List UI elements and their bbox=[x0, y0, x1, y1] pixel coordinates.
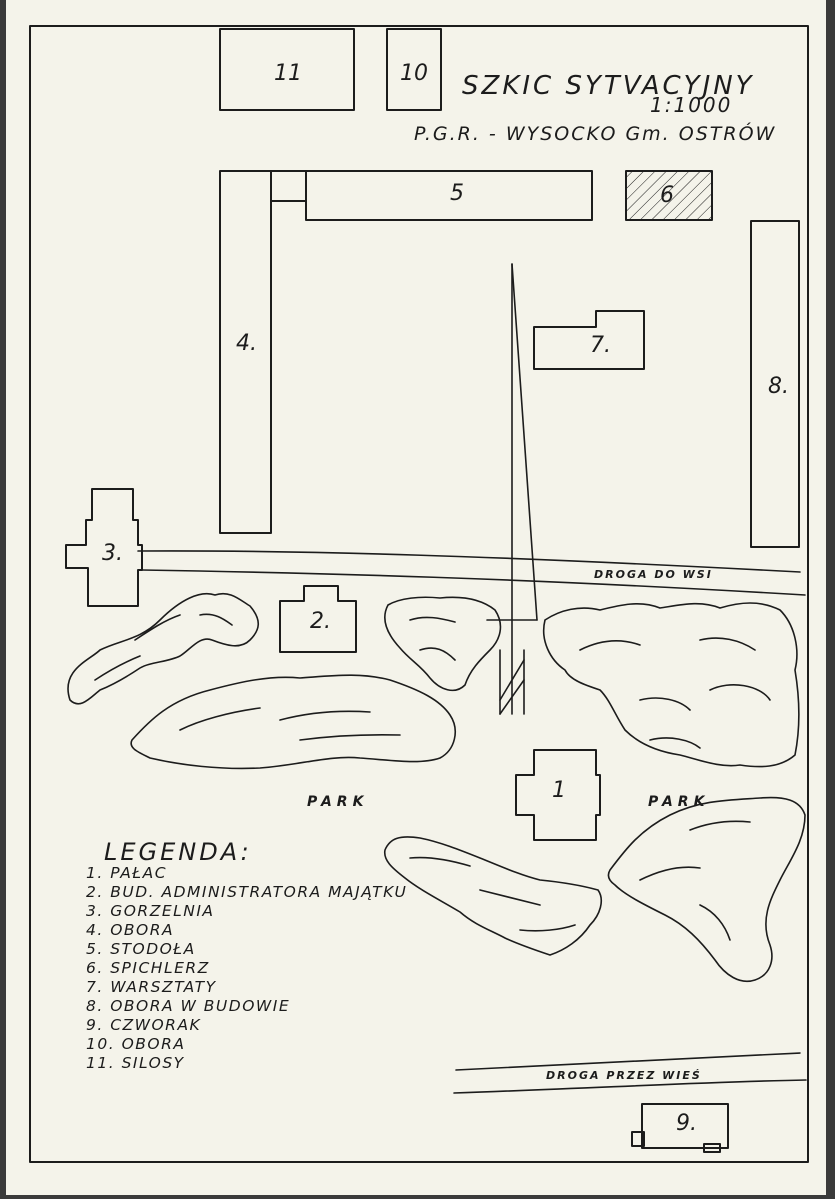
building-2-administrator-house: 2. bbox=[279, 585, 357, 653]
legend-item: 4. OBORA bbox=[86, 921, 174, 939]
building-1-label: 1 bbox=[552, 778, 566, 803]
map-title: SZKIC SYTVACYJNY bbox=[462, 71, 755, 101]
legend-item: 7. WARSZTATY bbox=[86, 978, 217, 996]
building-1-palace: 1 bbox=[515, 749, 601, 841]
building-4-label: 4. bbox=[236, 331, 257, 356]
legend-item: 5. STODOŁA bbox=[86, 940, 196, 958]
road-to-village-label: DROGA DO WSI bbox=[594, 568, 713, 581]
building-9-label: 9. bbox=[676, 1111, 697, 1136]
map-scale: 1:1000 bbox=[650, 93, 732, 117]
legend-item: 2. BUD. ADMINISTRATORA MAJĄTKU bbox=[86, 883, 407, 901]
legend-item: 11. SILOSY bbox=[86, 1054, 185, 1072]
legend-item: 6. SPICHLERZ bbox=[86, 959, 210, 977]
park-vegetation: PARK PARK bbox=[67, 592, 806, 982]
road-through-village-label: DROGA PRZEZ WIEŚ bbox=[546, 1069, 702, 1082]
building-5-barn: 5 bbox=[305, 170, 593, 221]
building-2-label: 2. bbox=[310, 609, 331, 634]
building-6-label: 6 bbox=[660, 183, 674, 208]
building-3-label: 3. bbox=[102, 541, 123, 566]
road-through-village: DROGA PRZEZ WIEŚ bbox=[453, 1052, 807, 1094]
building-5-label: 5 bbox=[450, 181, 464, 206]
park-label-left: PARK bbox=[307, 794, 368, 810]
legend-item: 3. GORZELNIA bbox=[86, 902, 215, 920]
building-7-workshops: 7. bbox=[533, 310, 645, 370]
building-11-silos: 11 bbox=[219, 28, 355, 111]
building-8-cowshed-under-construction: 8. bbox=[750, 220, 800, 548]
map-location: P.G.R. - WYSOCKO Gm. OSTRÓW bbox=[414, 121, 776, 145]
building-7-label: 7. bbox=[590, 333, 611, 358]
legend-item: 8. OBORA W BUDOWIE bbox=[86, 997, 290, 1015]
building-10-cowshed: 10 bbox=[386, 28, 442, 111]
map-frame bbox=[29, 25, 809, 1163]
road-to-village: DROGA DO WSI bbox=[137, 550, 806, 596]
building-11-label: 11 bbox=[274, 61, 302, 86]
legend-item: 10. OBORA bbox=[86, 1035, 185, 1053]
legend-item: 1. PAŁAC bbox=[86, 864, 167, 882]
building-9-farmworkers-house: 9. bbox=[631, 1103, 729, 1153]
building-4-cowshed: 4. bbox=[219, 170, 307, 534]
pole-line bbox=[486, 263, 538, 715]
building-10-label: 10 bbox=[400, 61, 428, 86]
legend-item: 9. CZWORAK bbox=[86, 1016, 202, 1034]
park-label-right: PARK bbox=[648, 794, 709, 810]
building-8-label: 8. bbox=[768, 374, 789, 399]
legend-heading: LEGENDA: bbox=[104, 838, 252, 866]
building-3-distillery: 3. bbox=[65, 488, 143, 607]
building-6-granary: 6 bbox=[625, 170, 713, 221]
